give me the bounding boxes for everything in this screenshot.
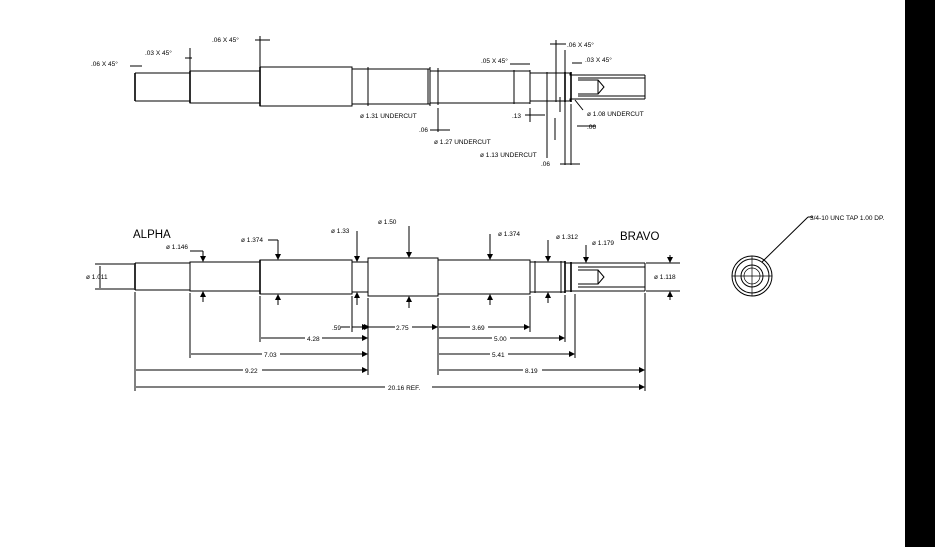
chamfer-label-3: .06 X 45°: [212, 36, 239, 44]
top-dimension-lines: [130, 36, 596, 165]
dim-label-275: 2.75: [396, 325, 409, 332]
chamfer-label-5: .06 X 45°: [567, 41, 594, 49]
dim-label-13: .13: [512, 113, 521, 120]
dim-label-819: 8.19: [525, 368, 538, 375]
dim-label-06a: .06: [419, 127, 428, 134]
end-view-section: [731, 216, 813, 297]
dim-label-total: 20.16 REF.: [388, 385, 420, 392]
dim-label-703: 7.03: [264, 352, 277, 359]
undercut-label-4: ø 1.08 UNDERCUT: [587, 111, 644, 118]
dia-label-150: ø 1.50: [378, 219, 397, 226]
drawing-sheet: [0, 0, 905, 547]
dim-label-06c: .06: [541, 161, 550, 168]
dia-label-1011: ø 1.011: [86, 274, 108, 281]
dia-label-1118: ø 1.118: [654, 274, 676, 281]
dia-label-1179: ø 1.179: [592, 240, 614, 247]
dim-label-541: 5.41: [492, 352, 505, 359]
dim-label-500: 5.00: [494, 336, 507, 343]
end-label-bravo: BRAVO: [620, 231, 659, 243]
dia-label-1374b: ø 1.374: [498, 231, 520, 238]
dim-label-369: 3.69: [472, 325, 485, 332]
undercut-label-1: ø 1.31 UNDERCUT: [360, 113, 417, 120]
dia-label-1312: ø 1.312: [556, 234, 578, 241]
chamfer-label-6: .03 X 45°: [585, 56, 612, 64]
main-shaft-outline: [134, 257, 646, 297]
dim-label-06b: .06: [587, 124, 596, 131]
dia-label-1146: ø 1.146: [166, 244, 188, 251]
top-shaft-outline: [134, 66, 646, 107]
undercut-label-3: ø 1.13 UNDERCUT: [480, 152, 537, 159]
undercut-label-2: ø 1.27 UNDERCUT: [434, 139, 491, 146]
dim-label-922: 9.22: [245, 368, 258, 375]
dim-label-59: .59: [332, 325, 341, 332]
chamfer-label-1: .06 X 45°: [91, 60, 118, 68]
dim-label-428: 4.28: [307, 336, 320, 343]
end-label-alpha: ALPHA: [133, 229, 171, 241]
tap-note: 3/4-10 UNC TAP 1.00 DP.: [810, 215, 885, 222]
dia-label-133: ø 1.33: [331, 228, 350, 235]
chamfer-label-2: .03 X 45°: [145, 49, 172, 57]
dia-label-1374a: ø 1.374: [241, 237, 263, 244]
chamfer-label-4: .05 X 45°: [481, 57, 508, 65]
length-dimensions: [134, 292, 646, 391]
diameter-leaders: [95, 226, 680, 308]
